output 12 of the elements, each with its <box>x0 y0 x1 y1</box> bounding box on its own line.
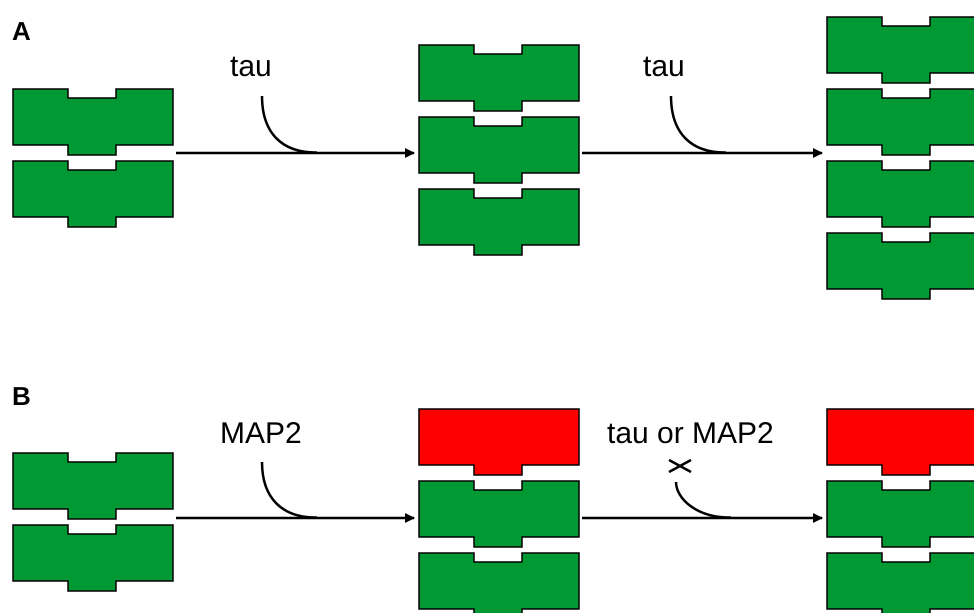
arrow <box>582 148 823 158</box>
block-stack-drawing <box>826 16 974 300</box>
arrow <box>176 148 415 158</box>
block-stack-drawing <box>418 408 580 613</box>
arrow <box>582 513 823 523</box>
block-stack-drawing <box>418 44 580 256</box>
panel-letter: A <box>12 18 31 44</box>
arrow <box>176 513 415 523</box>
panel-letter: B <box>12 383 31 409</box>
block-stack-drawing <box>12 88 174 228</box>
block-stack-drawing <box>12 452 174 592</box>
block-stack-drawing <box>826 408 974 613</box>
